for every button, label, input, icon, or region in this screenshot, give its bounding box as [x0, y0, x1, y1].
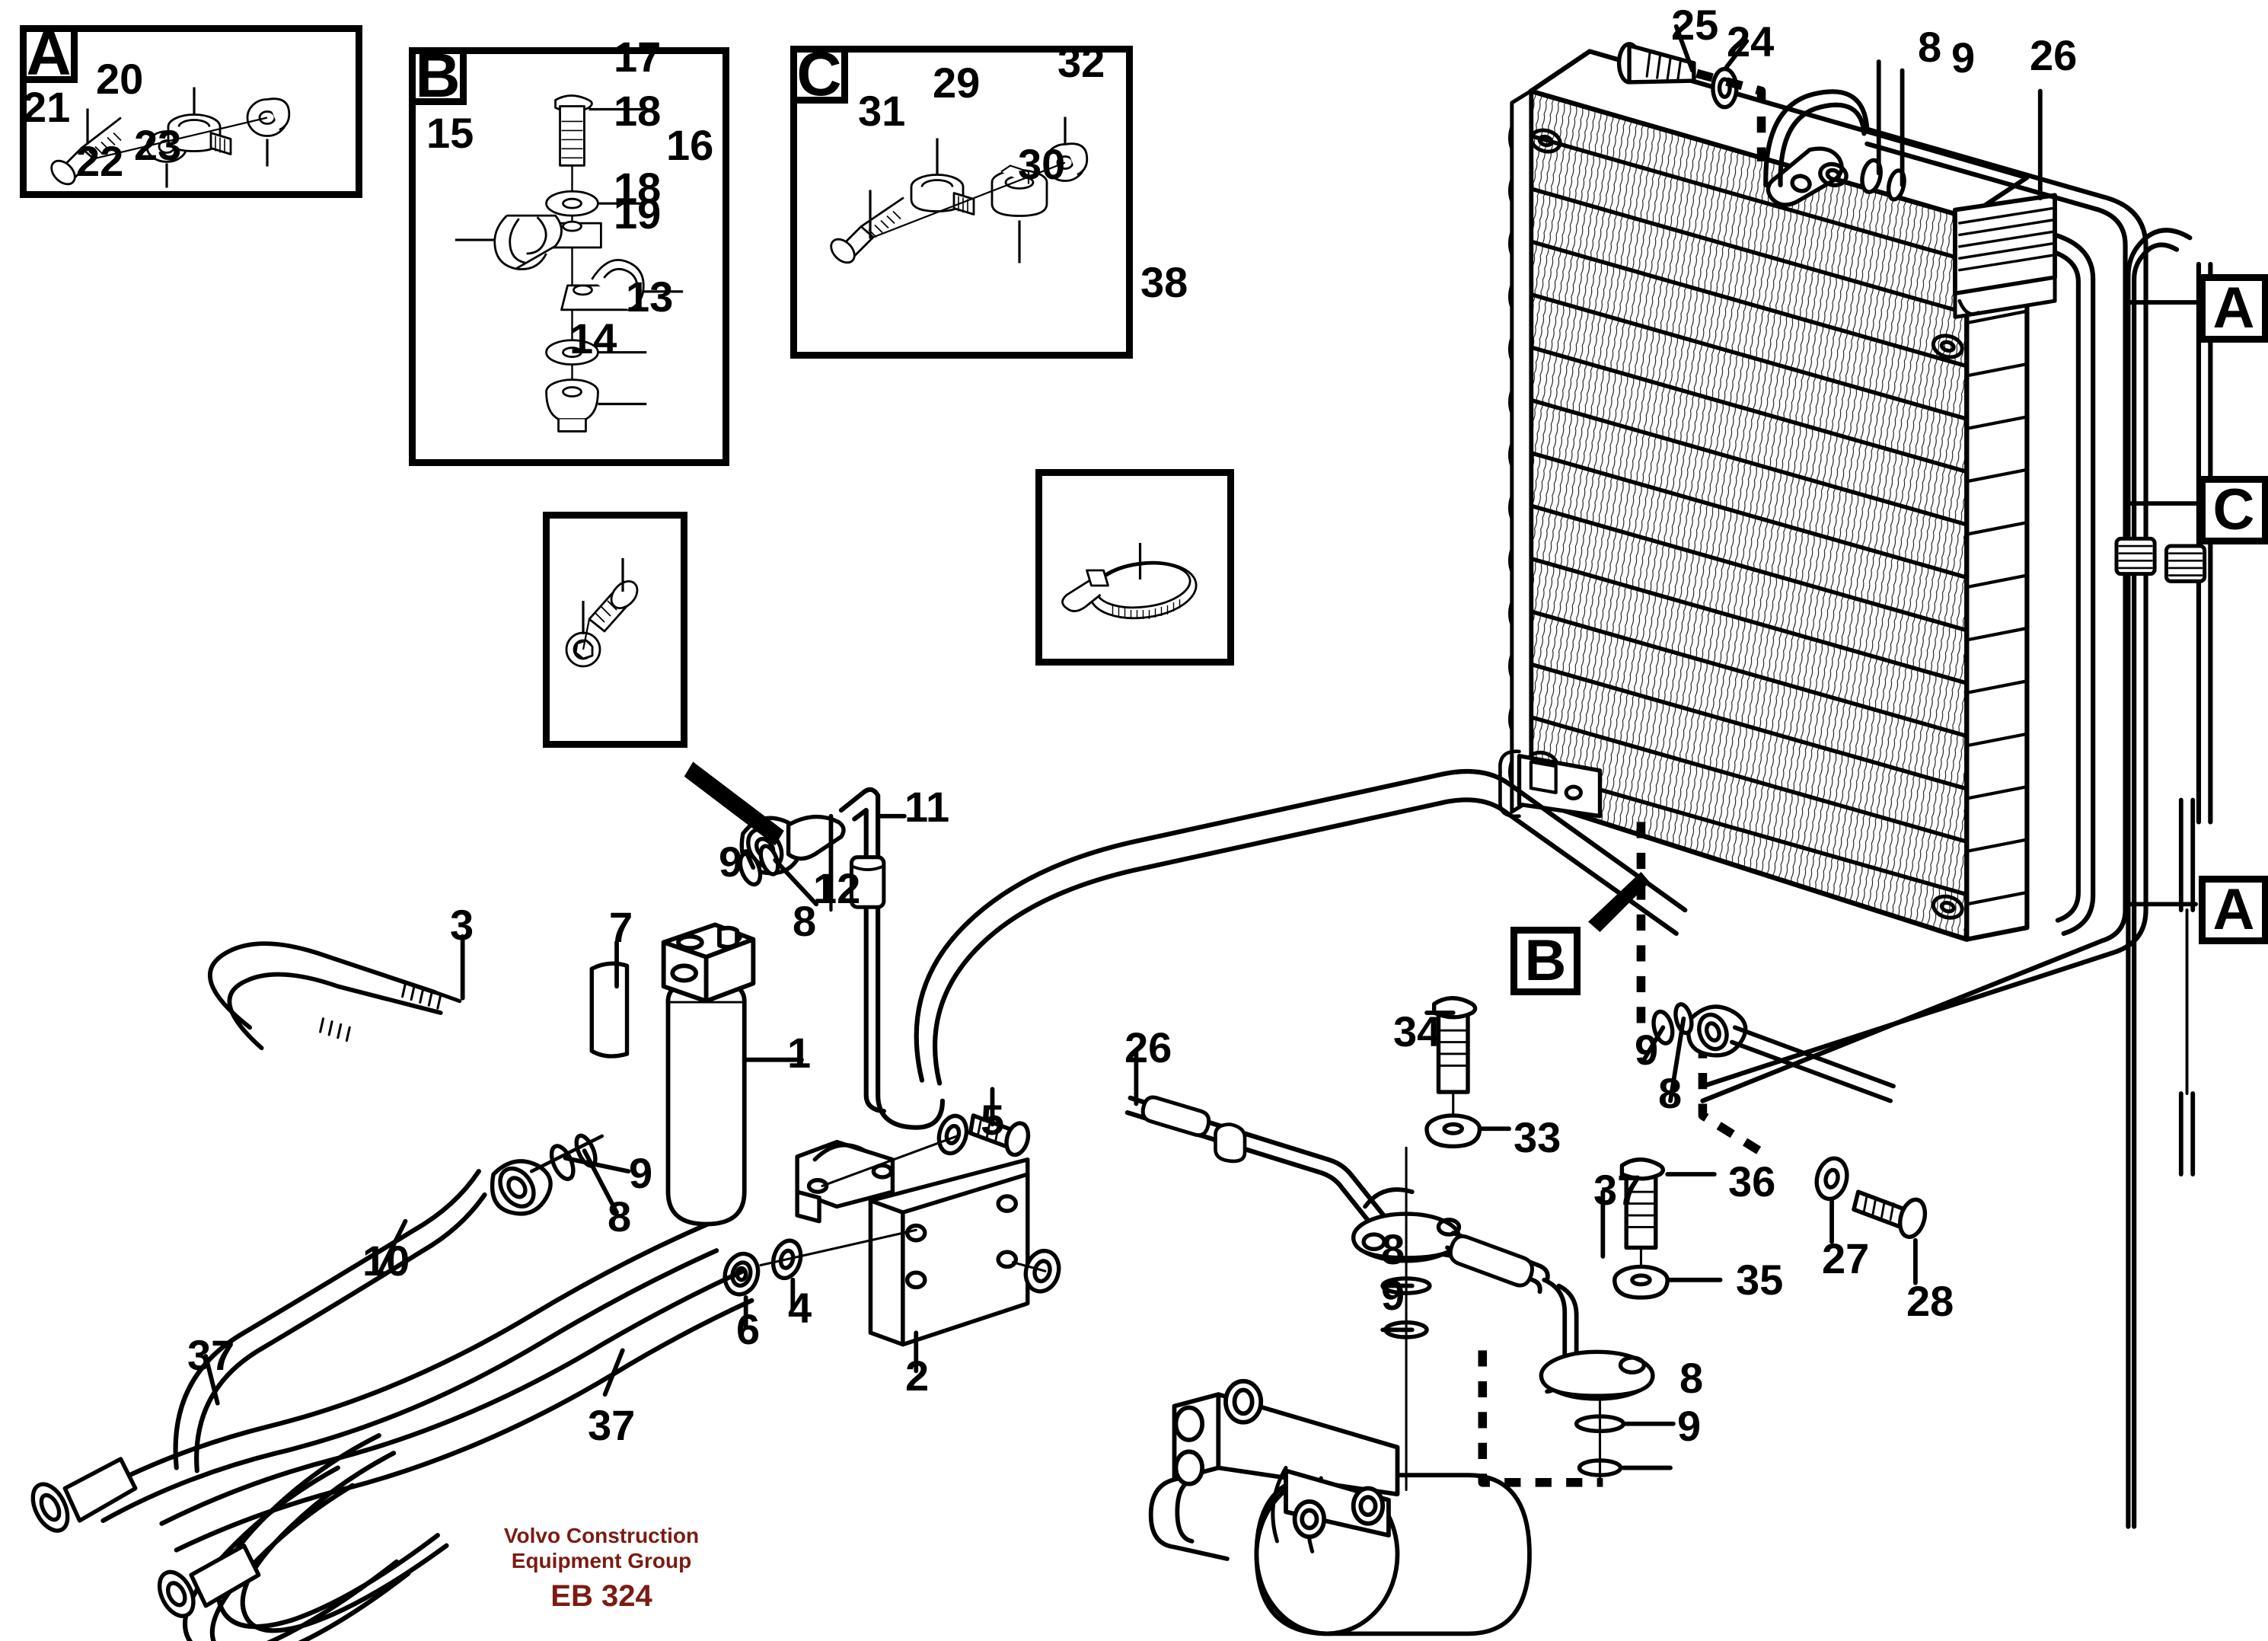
callout-30: 30 — [1018, 140, 1066, 188]
callout-20: 20 — [96, 55, 144, 103]
callout-9-compressor-left: 9 — [1381, 1271, 1405, 1319]
detail-box-a-letter: A — [26, 19, 72, 88]
callout-26-top: 26 — [2030, 31, 2078, 79]
callout-10: 10 — [362, 1237, 410, 1285]
callout-9-condenser: 9 — [1951, 34, 1976, 81]
callout-16: 16 — [666, 121, 714, 169]
callout-13: 13 — [626, 273, 674, 321]
detail-box-b-letter: B — [415, 41, 461, 110]
callout-36: 36 — [1728, 1157, 1776, 1205]
callout-2: 2 — [905, 1352, 930, 1400]
callout-12: 12 — [813, 864, 861, 912]
callout-37-left: 37 — [187, 1331, 235, 1379]
callout-34: 34 — [1393, 1007, 1441, 1055]
detail-box-c-letter: C — [796, 40, 842, 109]
callout-26-center: 26 — [1124, 1023, 1172, 1071]
callout-8-condenser: 8 — [1918, 23, 1942, 71]
callout-37-center: 37 — [588, 1401, 636, 1449]
callout-7: 7 — [609, 903, 633, 951]
callout-18-upper: 18 — [614, 87, 662, 135]
callout-6: 6 — [736, 1305, 761, 1353]
callout-32: 32 — [1057, 38, 1105, 86]
callout-31: 31 — [858, 87, 906, 135]
reference-tag-c-middle-letter: C — [2212, 477, 2255, 542]
callout-3: 3 — [450, 901, 474, 949]
callout-28: 28 — [1906, 1277, 1954, 1325]
footer-company-line1: Volvo Construction — [503, 1524, 700, 1547]
callout-1: 1 — [787, 1029, 812, 1077]
reference-tag-c-middle: C — [2199, 476, 2268, 544]
callout-9-compressor-right: 9 — [1677, 1402, 1702, 1450]
detail-box-b: B — [409, 41, 729, 466]
callout-9-drier-top: 9 — [719, 838, 743, 886]
callout-8-compressor-right: 8 — [1679, 1354, 1704, 1402]
reference-tag-b-center-letter: B — [1524, 928, 1567, 993]
callout-8-compressor-left: 8 — [1381, 1225, 1405, 1273]
callout-33: 33 — [1514, 1113, 1561, 1161]
callout-17: 17 — [614, 33, 662, 81]
reference-tag-b-center: B — [1510, 927, 1581, 995]
callout-14: 14 — [569, 314, 617, 362]
reference-tag-a-upper-letter: A — [2212, 276, 2255, 340]
callout-11: 11 — [904, 783, 950, 831]
callout-8-drier-low: 8 — [608, 1192, 632, 1240]
detail-box-a-letter-tag: A — [20, 19, 78, 88]
callout-4: 4 — [788, 1284, 812, 1332]
footer-drawing-code: EB 324 — [550, 1579, 652, 1614]
detail-box-c-letter-tag: C — [790, 40, 848, 109]
detail-box-13-14 — [543, 512, 687, 748]
detail-box-c: C — [790, 40, 1133, 359]
callout-15: 15 — [426, 109, 474, 157]
callout-25: 25 — [1671, 1, 1719, 49]
detail-box-a: A — [20, 19, 362, 198]
callout-24: 24 — [1727, 18, 1775, 65]
callout-38: 38 — [1140, 258, 1188, 306]
reference-tag-a-upper: A — [2199, 274, 2268, 343]
callout-8-drier-top: 8 — [793, 897, 817, 945]
callout-19: 19 — [614, 190, 662, 238]
reference-tag-a-lower-letter: A — [2212, 877, 2255, 942]
callout-22: 22 — [76, 137, 124, 185]
callout-9-btag: 9 — [1635, 1026, 1659, 1074]
callout-35: 35 — [1736, 1256, 1784, 1304]
detail-box-b-letter-tag: B — [409, 41, 467, 110]
callout-37-pipe: 37 — [1593, 1166, 1641, 1214]
callout-21: 21 — [23, 83, 71, 131]
callout-5: 5 — [981, 1096, 1005, 1144]
callout-27: 27 — [1822, 1234, 1870, 1282]
callout-23: 23 — [134, 121, 182, 169]
detail-box-cable-tie — [1035, 469, 1234, 666]
footer-block: Volvo Construction Equipment Group EB 32… — [472, 1523, 731, 1614]
callout-9-drier-low: 9 — [629, 1149, 653, 1197]
callout-18-lower: 18 — [614, 164, 662, 212]
callout-8-btag: 8 — [1658, 1069, 1683, 1117]
reference-tag-a-lower: A — [2199, 876, 2268, 944]
footer-company-line2: Equipment Group — [511, 1549, 692, 1573]
callout-29: 29 — [933, 59, 981, 107]
